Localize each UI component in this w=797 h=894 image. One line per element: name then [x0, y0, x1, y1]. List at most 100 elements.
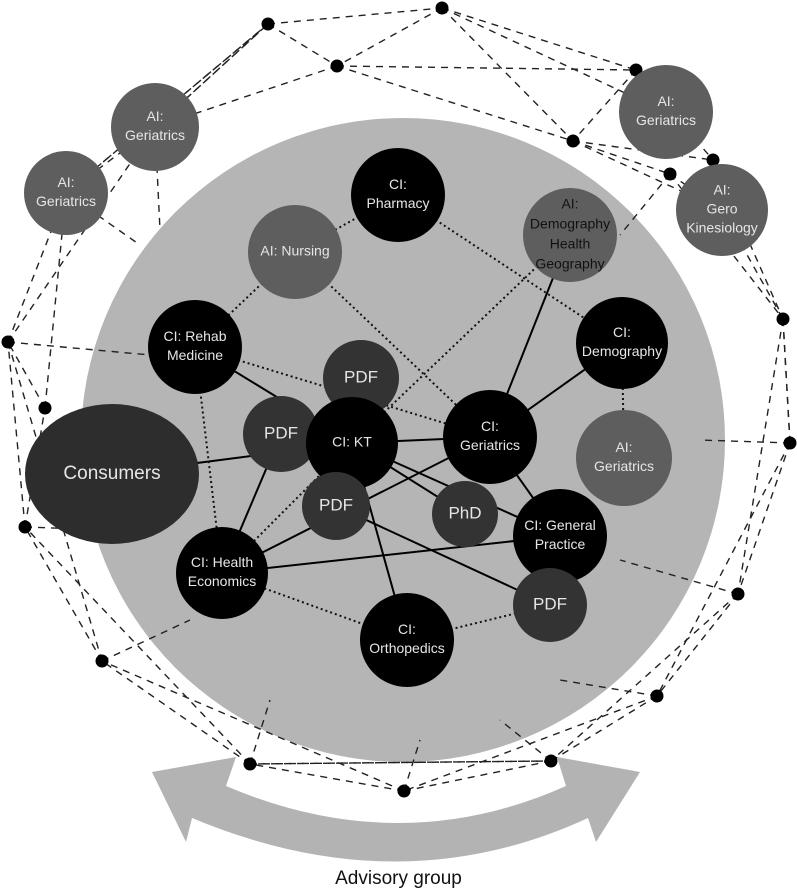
node-ci-kt[interactable]: CI: KT: [306, 397, 398, 489]
node-label: CI: Rehab: [163, 328, 226, 344]
node-ai-geriatrics-3[interactable]: AI: Geriatrics: [619, 65, 713, 159]
node-label: Economics: [188, 573, 256, 589]
node-ci-orthopedics[interactable]: CI:Orthopedics: [360, 593, 454, 687]
advisory-link: [101, 660, 405, 792]
node-ci-demography[interactable]: CI: Demography: [576, 297, 668, 389]
advisory-link: [7, 341, 46, 409]
node-label: Demography: [582, 343, 662, 359]
advisory-link: [737, 318, 784, 595]
node-label: Geriatrics: [125, 127, 185, 143]
node-shape: [443, 390, 537, 484]
node-shape: [148, 300, 242, 394]
advisory-link: [336, 65, 574, 142]
advisory-link: [441, 7, 574, 142]
node-label: AI:: [615, 439, 632, 455]
node-shape: [25, 404, 199, 544]
node-label: CI:: [481, 418, 499, 434]
node-label: PDF: [533, 594, 567, 613]
advisory-link: [249, 760, 552, 765]
node-label: Geography: [535, 256, 604, 272]
advisory-arrow-shape: [152, 757, 640, 862]
node-pdf-2[interactable]: PDF: [243, 396, 319, 472]
node-label: CI:: [389, 176, 407, 192]
advisory-member-dot: [18, 520, 32, 534]
advisory-link: [572, 69, 637, 142]
node-ai-geriatrics-2[interactable]: AI:Geriatrics: [24, 151, 108, 235]
node-label: AI:: [657, 93, 674, 109]
node-shape: [619, 65, 713, 159]
link-ai_demography-ci_kt: [351, 234, 571, 444]
node-label: Gero: [706, 201, 737, 217]
node-label: Geriatrics: [636, 112, 696, 128]
advisory-link: [7, 341, 26, 528]
node-consumers[interactable]: Consumers: [25, 404, 199, 544]
node-label: Health: [550, 236, 590, 252]
link-ci_rehab-ci_geriatrics: [194, 346, 491, 438]
advisory-link: [782, 318, 791, 444]
advisory-member-dot: [397, 784, 411, 798]
node-label: Practice: [535, 536, 586, 552]
node-label: Kinesiology: [686, 220, 758, 236]
advisory-link: [249, 760, 552, 765]
node-label: AI:: [57, 174, 74, 190]
node-shape: [432, 481, 498, 547]
node-pdf-1[interactable]: PDF: [323, 340, 399, 416]
node-ci-pharmacy[interactable]: CI: Pharmacy: [351, 148, 445, 242]
node-label: Demography: [530, 216, 610, 232]
node-ai-geriatrics-1[interactable]: AI:Geriatrics: [111, 83, 199, 171]
node-shape: [351, 148, 445, 242]
advisory-link: [656, 593, 739, 697]
advisory-link: [721, 209, 784, 320]
advisory-member-dot: [731, 587, 745, 601]
advisory-link: [24, 526, 251, 765]
node-phd[interactable]: PhD: [432, 481, 498, 547]
advisory-link: [656, 442, 791, 697]
advisory-member-dot: [38, 401, 52, 415]
node-label: AI:: [713, 182, 730, 198]
node-shape: [513, 489, 607, 583]
node-label: PDF: [319, 495, 353, 514]
nodes: AI:GeriatricsAI:GeriatricsAI:GeriatricsA…: [24, 65, 768, 687]
node-label: PDF: [344, 367, 378, 386]
node-shape: [302, 472, 370, 540]
advisory-link: [403, 760, 552, 792]
node-ai-nursing[interactable]: AI: Nursing: [248, 205, 342, 299]
node-shape: [24, 151, 108, 235]
node-label: Geriatrics: [594, 458, 654, 474]
node-label: AI:: [561, 196, 578, 212]
node-shape: [111, 83, 199, 171]
advisory-member-dot: [706, 153, 720, 167]
node-pdf-4[interactable]: PDF: [513, 568, 587, 642]
advisory-link: [441, 7, 637, 71]
advisory-link: [24, 526, 103, 662]
node-ai-geriatrics-4[interactable]: AI: Geriatrics: [576, 410, 672, 506]
node-label: CI: KT: [332, 434, 372, 450]
advisory-member-dot: [629, 63, 643, 77]
node-ci-geriatrics[interactable]: CI:Geriatrics: [443, 390, 537, 484]
advisory-member-dot: [650, 689, 664, 703]
advisory-link: [101, 660, 251, 765]
node-label: CI:: [613, 324, 631, 340]
advisory-group-label: Advisory group: [335, 868, 462, 889]
advisory-link: [403, 695, 658, 792]
advisory-member-dot: [243, 757, 257, 771]
node-pdf-3[interactable]: PDF: [302, 472, 370, 540]
node-label: Pharmacy: [366, 195, 429, 211]
advisory-link: [699, 439, 791, 444]
node-shape: [576, 410, 672, 506]
advisory-link: [249, 763, 405, 792]
node-shape: [248, 205, 342, 299]
node-label: PhD: [448, 503, 481, 522]
advisory-link: [619, 173, 671, 236]
node-shape: [513, 568, 587, 642]
advisory-arrow: [152, 757, 640, 862]
node-shape: [176, 527, 268, 619]
advisory-link: [249, 699, 271, 765]
